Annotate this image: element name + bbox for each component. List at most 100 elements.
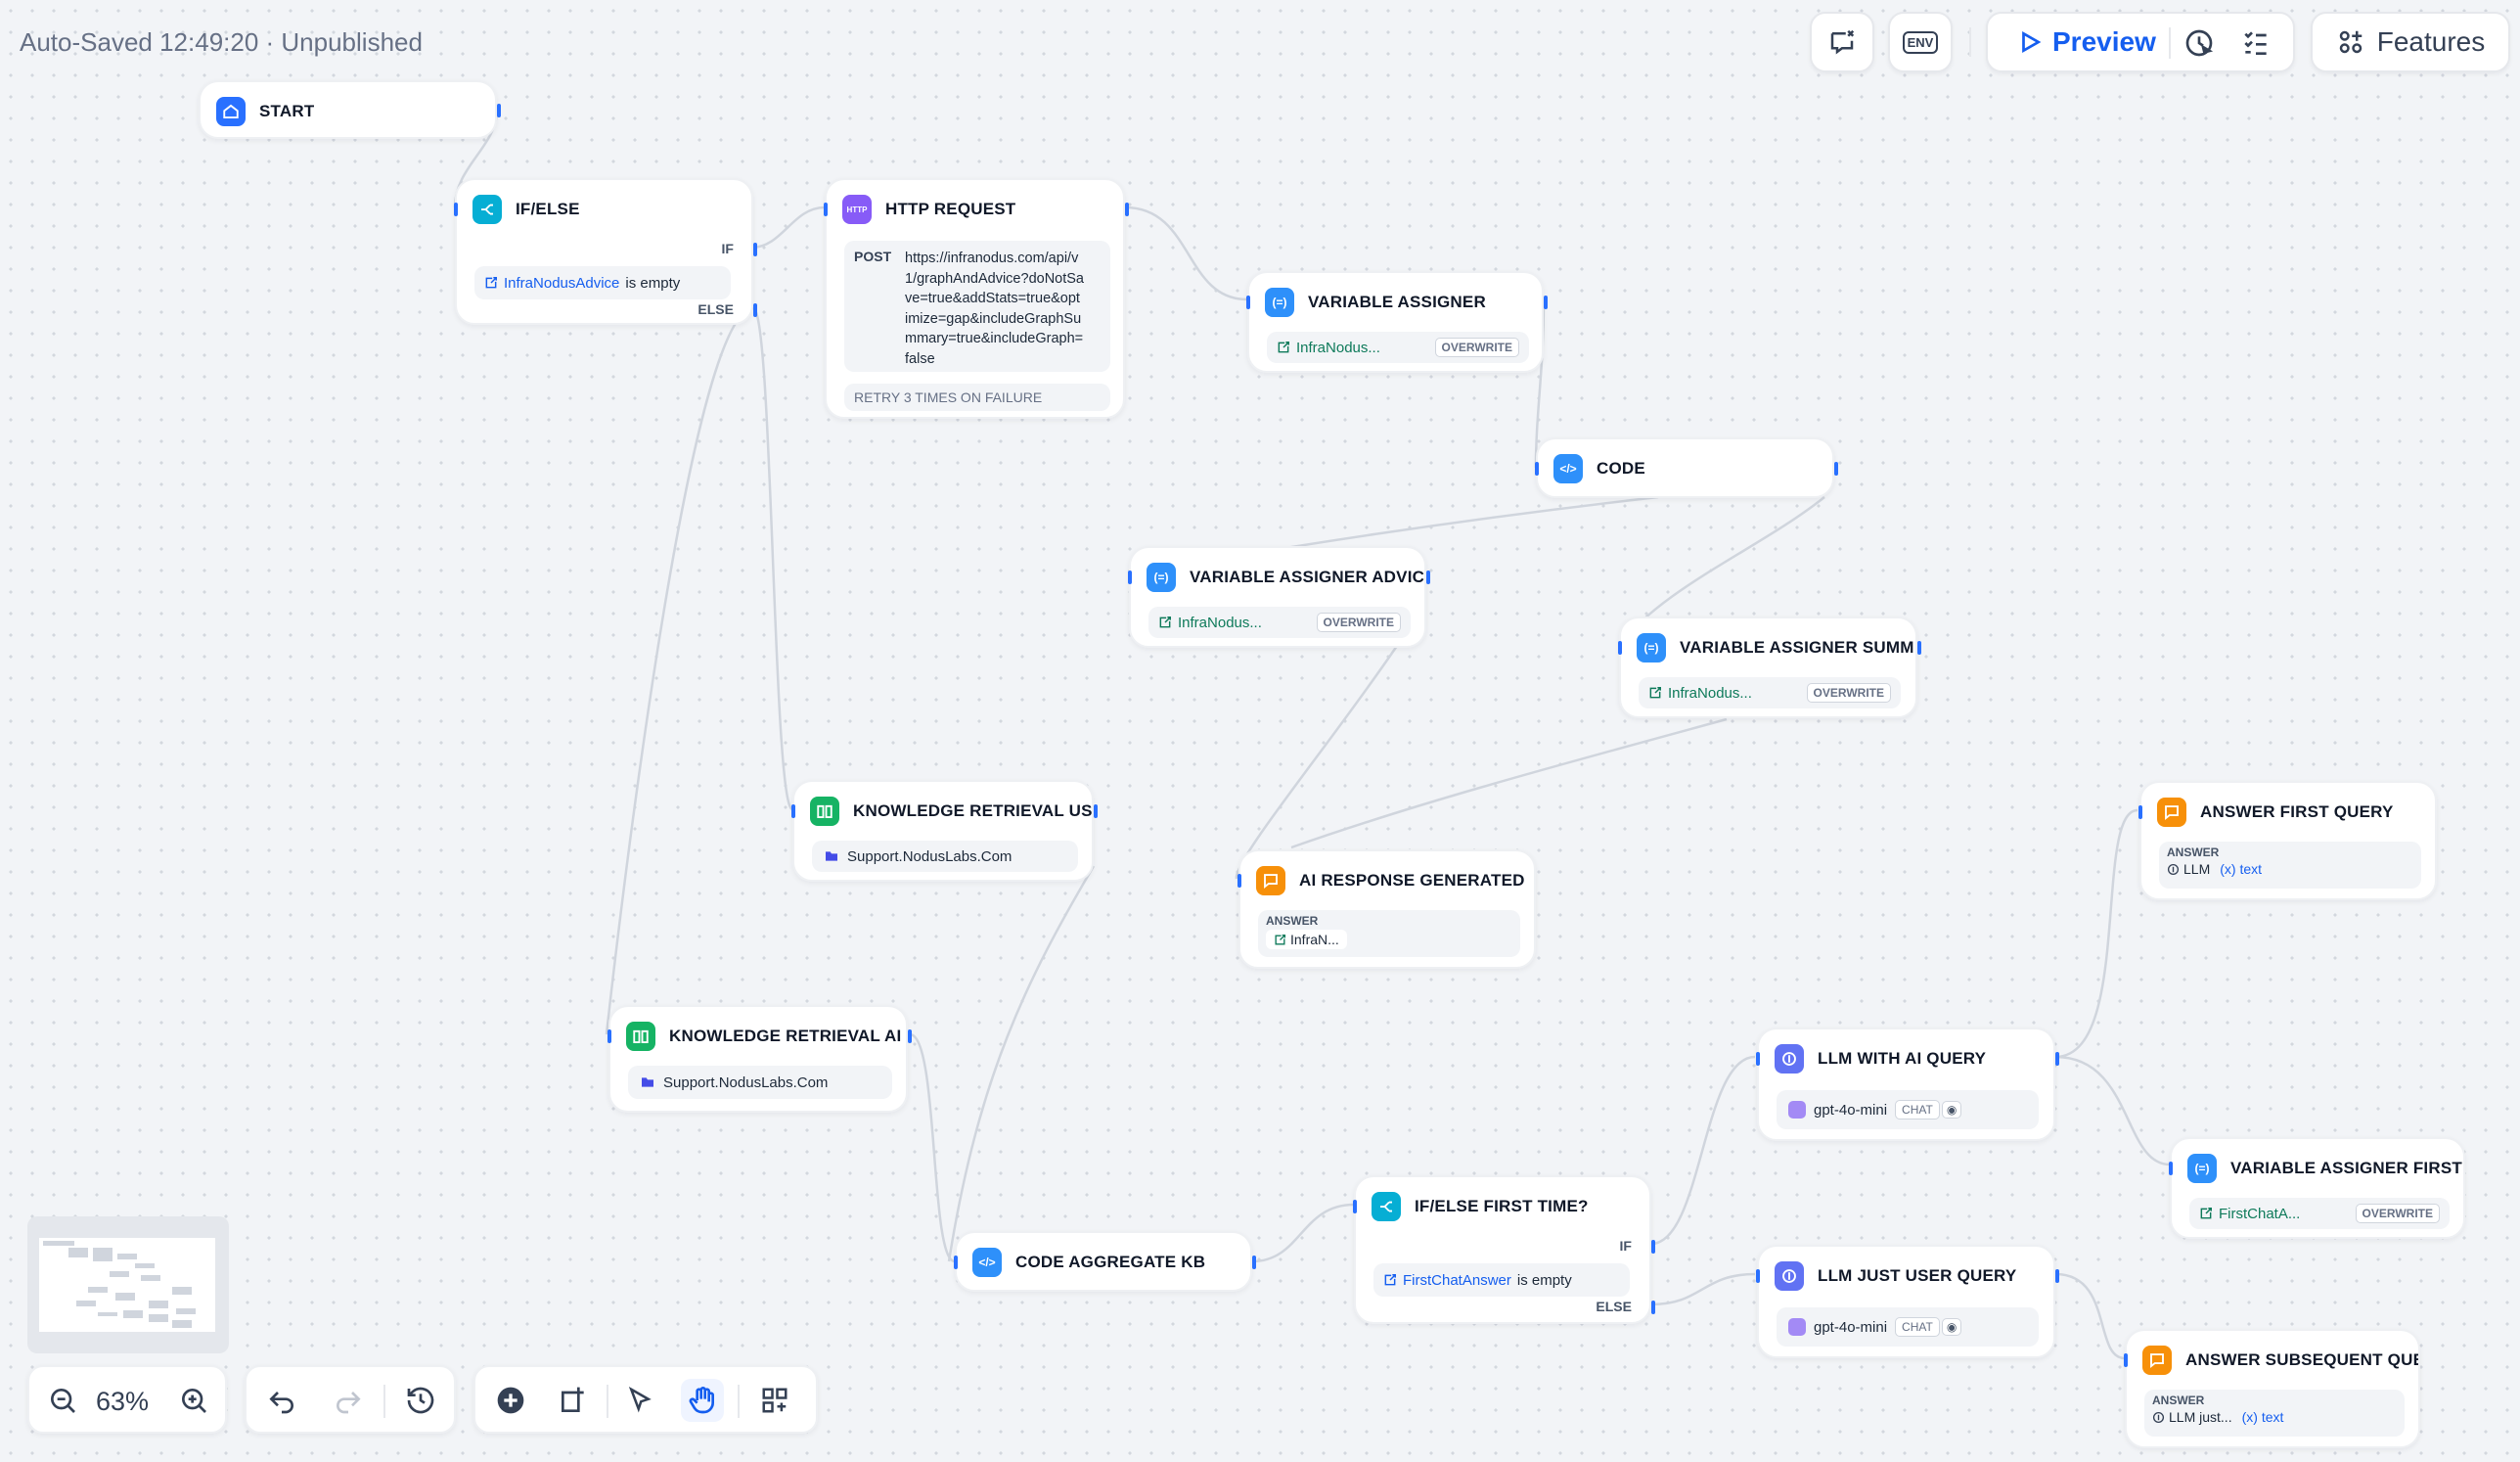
node-knowledge-retrieval-us[interactable]: KNOWLEDGE RETRIEVAL US Support.NodusLabs… xyxy=(791,780,1098,882)
version-history-button[interactable] xyxy=(399,1379,442,1422)
input-handle[interactable] xyxy=(954,1256,958,1269)
checklist-button[interactable] xyxy=(1810,12,1874,72)
node-variable-assigner-summ[interactable]: (=) VARIABLE ASSIGNER SUMM InfraNodus...… xyxy=(1618,617,1921,718)
if-handle[interactable] xyxy=(1651,1240,1655,1254)
pointer-mode-button[interactable] xyxy=(618,1379,661,1422)
node-title: IF/ELSE xyxy=(516,200,580,218)
node-http-request[interactable]: HTTP HTTP REQUEST POST https://infranodu… xyxy=(824,178,1129,419)
output-handle[interactable] xyxy=(2055,1269,2059,1283)
input-handle[interactable] xyxy=(1756,1269,1760,1283)
input-handle[interactable] xyxy=(1246,296,1250,309)
output-handle[interactable] xyxy=(1426,571,1430,584)
add-note-button[interactable] xyxy=(552,1379,595,1422)
node-title: ANSWER FIRST QUERY xyxy=(2200,802,2394,821)
node-code[interactable]: </> CODE xyxy=(1535,437,1838,498)
input-handle[interactable] xyxy=(1128,571,1132,584)
redo-button[interactable] xyxy=(327,1379,370,1422)
input-handle[interactable] xyxy=(2138,805,2142,819)
assign-pill[interactable]: InfraNodus... OVERWRITE xyxy=(1639,677,1901,708)
assigner-icon: (=) xyxy=(1265,288,1294,317)
mode-badge: OVERWRITE xyxy=(1316,613,1401,632)
branch-icon xyxy=(1372,1192,1401,1221)
request-pill[interactable]: POST https://infranodus.com/api/v 1/grap… xyxy=(844,241,1110,372)
input-handle[interactable] xyxy=(1353,1200,1357,1213)
output-handle[interactable] xyxy=(1125,203,1129,216)
checklist-view-button[interactable] xyxy=(2240,27,2272,64)
llm-icon xyxy=(2167,863,2180,875)
minimap-viewport[interactable] xyxy=(39,1238,215,1332)
history-controls xyxy=(245,1365,456,1434)
node-variable-assigner-advice[interactable]: (=) VARIABLE ASSIGNER ADVIC InfraNodus..… xyxy=(1128,546,1430,648)
output-handle[interactable] xyxy=(1917,641,1921,655)
code-icon: </> xyxy=(1553,454,1583,483)
assign-pill[interactable]: InfraNodus... OVERWRITE xyxy=(1267,332,1529,363)
organize-button[interactable] xyxy=(753,1379,796,1422)
hand-mode-button[interactable] xyxy=(681,1379,724,1422)
answer-pill[interactable]: ANSWER LLM (x) text xyxy=(2159,842,2421,889)
mode-badge: CHAT xyxy=(1895,1100,1940,1119)
answer-pill[interactable]: ANSWER LLM just... (x) text xyxy=(2144,1390,2405,1437)
output-handle[interactable] xyxy=(1544,296,1548,309)
condition-variable: InfraNodusAdvice xyxy=(504,274,620,292)
node-ifelse[interactable]: IF/ELSE IF InfraNodusAdvice is empty ELS… xyxy=(454,178,757,325)
output-handle[interactable] xyxy=(1094,804,1098,818)
node-llm-just-user-query[interactable]: LLM JUST USER QUERY gpt-4o-mini CHAT ◉ xyxy=(1756,1245,2059,1358)
input-handle[interactable] xyxy=(454,203,458,216)
run-history-button[interactable] xyxy=(2183,27,2215,64)
input-handle[interactable] xyxy=(2169,1162,2173,1175)
zoom-out-button[interactable] xyxy=(41,1379,84,1422)
node-variable-assigner-first[interactable]: (=) VARIABLE ASSIGNER FIRST FirstChatA..… xyxy=(2169,1137,2465,1239)
node-llm-with-ai-query[interactable]: LLM WITH AI QUERY gpt-4o-mini CHAT ◉ xyxy=(1756,1028,2059,1141)
input-handle[interactable] xyxy=(824,203,828,216)
model-pill[interactable]: gpt-4o-mini CHAT ◉ xyxy=(1777,1090,2039,1129)
variable-icon xyxy=(1159,617,1171,628)
output-handle[interactable] xyxy=(1834,462,1838,476)
input-handle[interactable] xyxy=(1618,641,1622,655)
add-node-button[interactable] xyxy=(489,1379,532,1422)
output-handle[interactable] xyxy=(497,104,501,117)
node-answer-first-query[interactable]: ANSWER FIRST QUERY ANSWER LLM (x) text xyxy=(2138,781,2437,900)
answer-caption: ANSWER xyxy=(2152,1393,2205,1407)
undo-button[interactable] xyxy=(260,1379,303,1422)
answer-pill[interactable]: ANSWER InfraN... xyxy=(1258,910,1520,957)
node-title: CODE AGGREGATE KB xyxy=(1015,1253,1206,1271)
input-handle[interactable] xyxy=(1756,1052,1760,1066)
input-handle[interactable] xyxy=(608,1029,611,1043)
preview-button[interactable]: Preview xyxy=(2017,26,2156,58)
input-handle[interactable] xyxy=(2124,1353,2128,1367)
input-handle[interactable] xyxy=(1238,874,1241,888)
if-handle[interactable] xyxy=(753,243,757,256)
input-handle[interactable] xyxy=(791,804,795,818)
assign-pill[interactable]: InfraNodus... OVERWRITE xyxy=(1148,607,1411,638)
hand-icon xyxy=(689,1387,714,1414)
output-handle[interactable] xyxy=(1252,1256,1256,1269)
knowledge-pill[interactable]: Support.NodusLabs.Com xyxy=(812,841,1078,872)
node-ai-response-generated[interactable]: AI RESPONSE GENERATED ANSWER InfraN... xyxy=(1238,849,1536,969)
knowledge-pill[interactable]: Support.NodusLabs.Com xyxy=(628,1066,892,1099)
zoom-level[interactable]: 63% xyxy=(96,1387,150,1416)
folder-icon xyxy=(642,1077,653,1087)
zoom-in-button[interactable] xyxy=(172,1379,215,1422)
input-handle[interactable] xyxy=(1535,462,1539,476)
node-answer-subsequent-query[interactable]: ANSWER SUBSEQUENT QUE ANSWER LLM just...… xyxy=(2124,1329,2420,1448)
else-handle[interactable] xyxy=(1651,1301,1655,1314)
node-knowledge-retrieval-ai[interactable]: KNOWLEDGE RETRIEVAL AI Support.NodusLabs… xyxy=(608,1005,912,1113)
edge-advice-airesp xyxy=(1235,645,1399,880)
node-start[interactable]: START xyxy=(199,80,501,139)
else-handle[interactable] xyxy=(753,303,757,317)
node-variable-assigner[interactable]: (=) VARIABLE ASSIGNER InfraNodus... OVER… xyxy=(1246,271,1548,373)
assign-pill[interactable]: FirstChatA... OVERWRITE xyxy=(2189,1198,2450,1229)
canvas-tools xyxy=(473,1365,818,1434)
features-button[interactable]: Features xyxy=(2311,12,2510,72)
minimap[interactable] xyxy=(27,1216,229,1353)
node-title: KNOWLEDGE RETRIEVAL US xyxy=(853,801,1092,820)
condition-pill[interactable]: FirstChatAnswer is empty xyxy=(1373,1263,1630,1297)
condition-pill[interactable]: InfraNodusAdvice is empty xyxy=(474,266,731,299)
if-label: IF xyxy=(1619,1238,1632,1254)
model-pill[interactable]: gpt-4o-mini CHAT ◉ xyxy=(1777,1307,2039,1347)
output-handle[interactable] xyxy=(908,1029,912,1043)
output-handle[interactable] xyxy=(2055,1052,2059,1066)
node-code-aggregate-kb[interactable]: </> CODE AGGREGATE KB xyxy=(954,1231,1256,1292)
node-ifelse-first-time[interactable]: IF/ELSE FIRST TIME? IF FirstChatAnswer i… xyxy=(1353,1175,1655,1324)
env-button[interactable]: ENV xyxy=(1888,12,1953,72)
